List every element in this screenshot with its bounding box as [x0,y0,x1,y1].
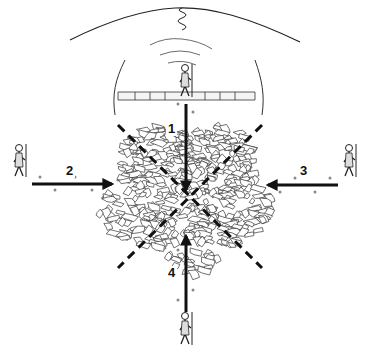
stone [164,197,179,204]
stone [244,193,250,199]
stone [154,195,164,199]
dashed-diagonal [118,125,262,268]
terraces [150,39,212,65]
stone [234,191,245,199]
path-edge [114,60,263,115]
stone [176,214,188,219]
stone [151,242,164,251]
stone [205,239,214,244]
stone [115,218,132,227]
fence-posts [135,92,235,100]
stone [102,196,118,202]
stone [96,209,103,218]
stone [116,232,130,240]
stone [225,204,235,209]
stone [118,166,125,171]
stone [104,223,113,230]
stone [170,256,181,263]
stone [118,235,130,240]
spiral-trail [178,8,186,30]
stone [228,242,235,247]
stone [203,199,208,206]
stone [147,202,159,211]
stone [146,182,154,188]
stone [173,158,182,164]
stone [138,192,146,197]
stone [155,200,165,204]
stone [142,216,150,221]
callout-number: 1 [166,122,177,136]
stone [249,198,255,204]
stone [252,193,265,198]
walker-figure [344,144,356,177]
stone [198,266,212,275]
stone [170,238,180,248]
stone [191,168,202,179]
stone [123,148,131,158]
approach-arrow [32,104,338,312]
walker-figure [180,64,192,97]
stone [191,130,204,136]
stone [155,183,166,187]
stone [123,186,132,196]
callout-number: 3 [298,164,309,178]
stone [117,174,133,183]
stone [225,147,232,151]
stone [242,209,250,219]
stone [190,248,202,256]
walker-figure [180,312,192,345]
stone [168,218,176,227]
stone [166,163,174,167]
dashed-diagonal [118,125,262,268]
stone [212,193,223,199]
stone [150,140,167,148]
stone [250,184,266,193]
walker-figure [14,144,26,177]
stone [146,150,157,157]
stone [119,178,132,184]
stone [201,257,215,266]
stone [226,179,232,185]
stone [260,198,272,207]
callout-number: 4 [166,266,177,280]
hill-outline [70,8,300,42]
stone [188,270,199,280]
stone [245,148,254,154]
stone [132,226,145,234]
stone [245,232,254,237]
stone [112,202,124,207]
stone [197,236,205,247]
stone [254,228,264,234]
callout-number: 2 [64,164,75,178]
fence-band [118,92,255,100]
stone [161,205,171,211]
stone [118,217,126,226]
